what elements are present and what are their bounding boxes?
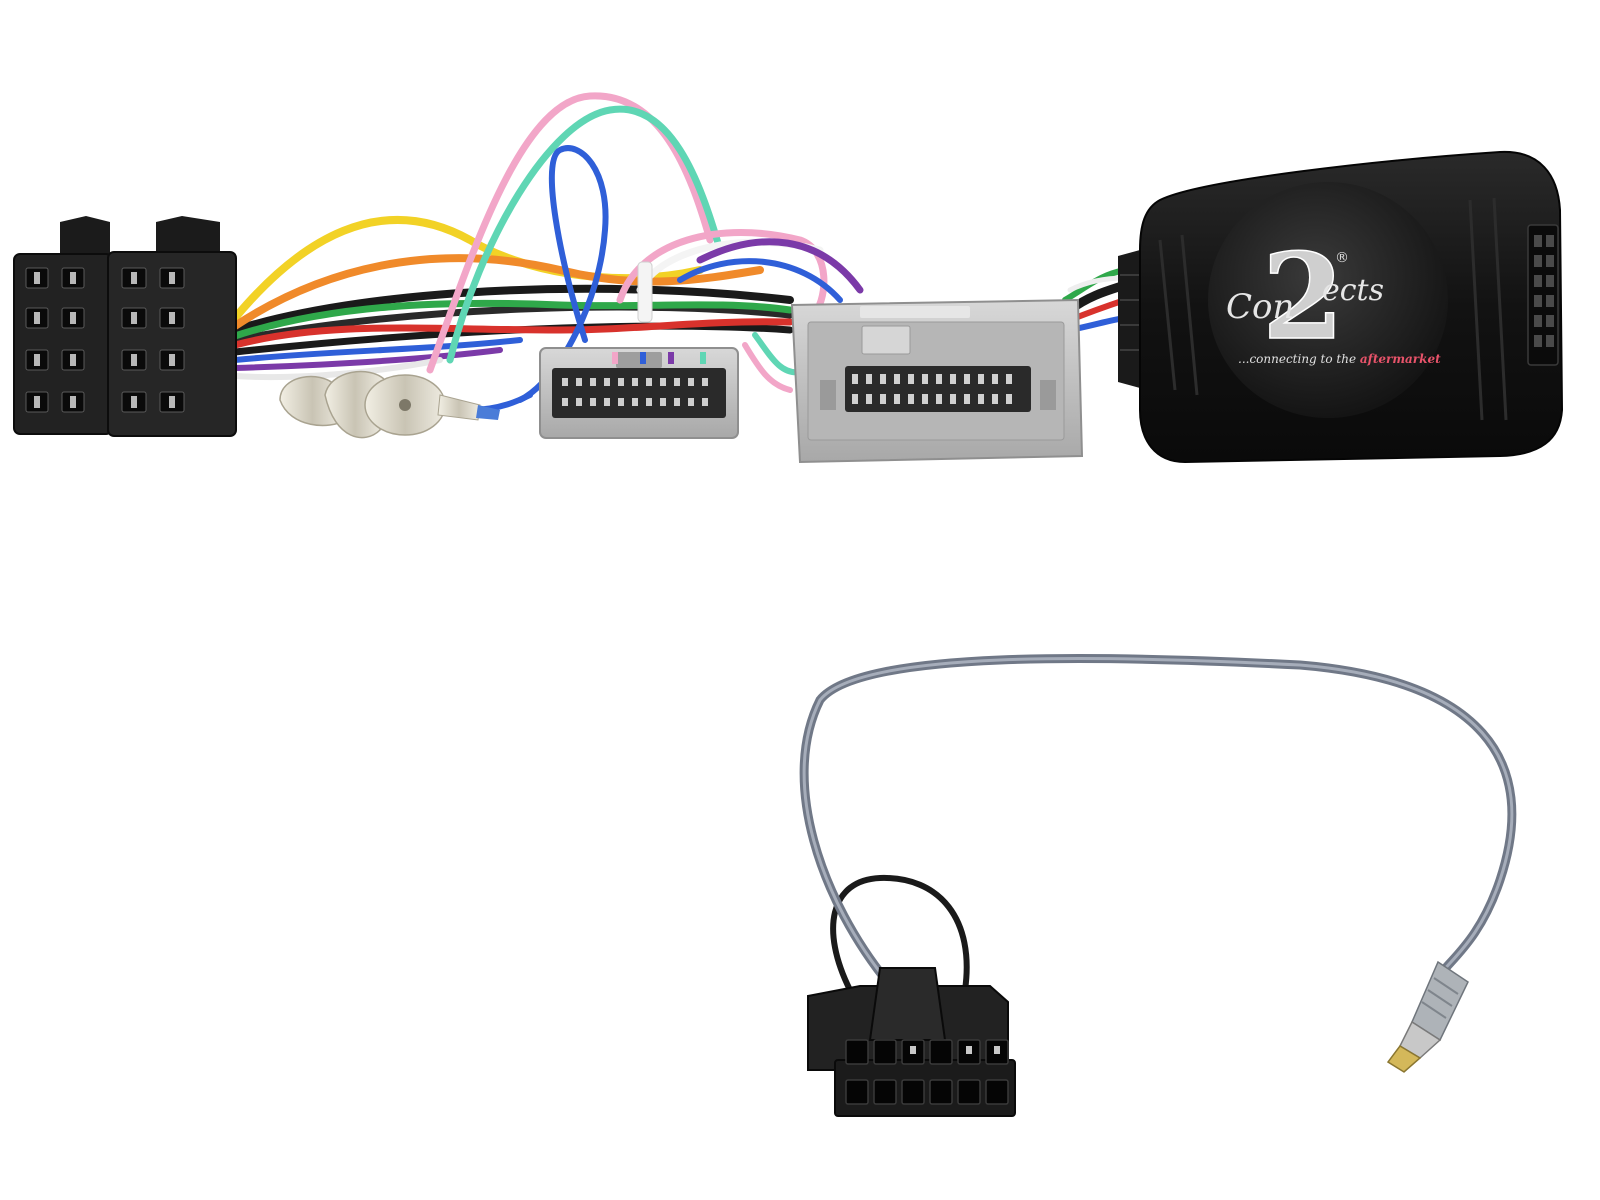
twelve-pin-plug [807,967,1016,1117]
bullet-sleeve-blue [476,405,500,420]
logo-oval [1208,182,1448,418]
wire-teal [446,105,724,364]
tagline-highlight: aftermarket [1360,352,1441,366]
wire-black [231,284,794,334]
cable-tie [637,261,653,323]
logo-tagline: ...connecting to the aftermarket [1238,352,1441,366]
jack-tip [1386,1045,1422,1073]
wire-purple [232,347,503,371]
wire-green [231,299,794,340]
plug-a-pins [562,378,708,406]
vehicle-plug-large [790,298,1084,464]
iso-pin-contacts [34,272,175,408]
plug-b-side-slot [1040,380,1056,410]
wire-blue [677,258,843,303]
tagline-prefix: ...connecting to the [1238,352,1360,366]
bullet-connector-stub [437,394,481,421]
module-boot-ribs [1120,274,1140,351]
logo-word-left: Con [1226,287,1294,327]
iso-clip [156,216,220,255]
plug-b-side-slot [820,380,836,410]
plug-a-latch [616,352,662,368]
registered-mark: ® [1335,250,1349,266]
wire-pink [426,92,714,374]
plug-b-pin-block [845,366,1031,412]
module-cable-boot [1118,250,1140,388]
plug-a-face [552,368,726,418]
bullet-connectors [279,370,500,439]
wire-black [231,303,794,344]
plug-latch [868,967,947,1041]
wire-blue [232,337,523,363]
vehicle-plug-small [539,347,739,439]
plug-b-label [860,306,970,318]
patch-lead [799,653,1517,993]
wire-white [232,357,443,381]
wire-red [231,318,794,349]
wire-purple [696,238,864,294]
plug-contacts [910,1046,1000,1054]
module-grip-ribs [1158,197,1508,421]
jack-boot-ribs [1421,977,1459,1019]
wire-pink [742,342,793,393]
bullet-pin [399,399,411,411]
iso-clip [60,216,110,255]
iso-connector-right [107,251,237,437]
iso-connector-pair [13,216,237,437]
module-port-pins [1534,235,1554,347]
plug-b-latch [861,325,911,355]
patch-lead-grey-cable [799,653,1517,990]
patch-lead-grey-highlight [802,656,1514,987]
logo-word-right: ects [1322,273,1384,308]
plug-cavities [845,1039,1009,1105]
patch-lead-black-loop [830,874,970,993]
wire-blue-loop [517,145,609,403]
logo-numeral: 2 [1262,227,1344,366]
plug-b-pins [852,374,1012,404]
interface-module: 2 Con ects ® ...connecting to the afterm… [1118,150,1564,464]
jack-plug [1386,960,1469,1073]
plug-a-wire-entries [612,352,706,364]
wire-orange [231,254,764,330]
